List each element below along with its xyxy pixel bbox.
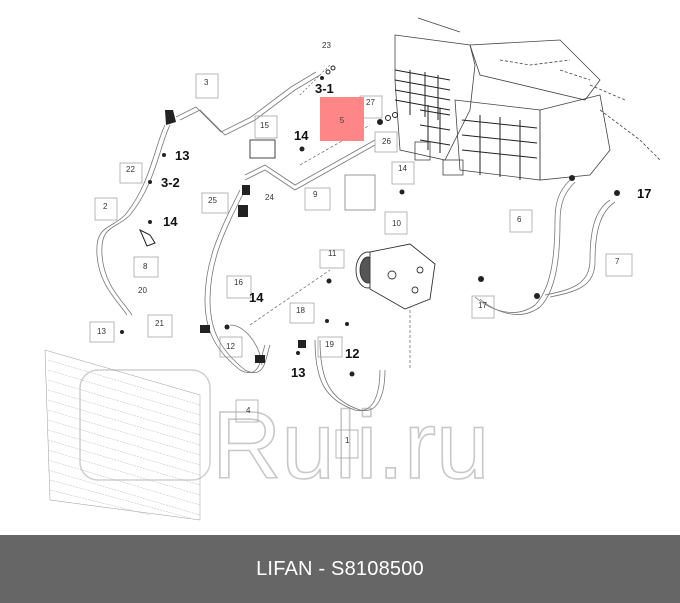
fittings	[120, 65, 620, 377]
label-2: 2	[103, 202, 108, 211]
hvac-unit	[394, 17, 661, 181]
label-3: 3	[204, 78, 209, 87]
parts-diagram: Ruli.ru	[44, 17, 661, 521]
label-12: 12	[226, 342, 235, 351]
callout-13-top: 13	[175, 148, 189, 163]
label-19: 19	[325, 340, 334, 349]
label-18: 18	[296, 306, 305, 315]
label-21: 21	[155, 319, 164, 328]
callout-14-top: 14	[294, 128, 309, 143]
callout-14-mid: 14	[249, 290, 264, 305]
label-26: 26	[382, 137, 391, 146]
label-9: 9	[313, 190, 318, 199]
part-labels: 3 15 22 2 8 25 9 10 11 16 18 12 19 13 21…	[97, 41, 651, 445]
label-11: 11	[328, 249, 337, 258]
callout-13-bottom: 13	[291, 365, 305, 380]
callout-14-left: 14	[163, 214, 178, 229]
label-24: 24	[265, 193, 274, 202]
label-4: 4	[246, 406, 251, 415]
label-25: 25	[208, 196, 217, 205]
label-6: 6	[517, 215, 522, 224]
highlighted-part-5[interactable]: 5	[320, 97, 364, 141]
compressor	[355, 243, 436, 310]
label-20: 20	[138, 286, 147, 295]
label-14-box: 14	[398, 164, 407, 173]
condenser	[44, 349, 201, 521]
label-27: 27	[366, 98, 375, 107]
label-17: 17	[478, 301, 487, 310]
callout-17: 17	[637, 186, 651, 201]
label-16: 16	[234, 278, 243, 287]
pipe-lines	[96, 64, 616, 412]
label-23: 23	[322, 41, 331, 50]
part-caption: LIFAN - S8108500	[256, 557, 424, 580]
label-22: 22	[126, 165, 135, 174]
callout-3-2: 3-2	[161, 175, 180, 190]
label-15: 15	[260, 121, 269, 130]
label-1: 1	[345, 436, 350, 445]
label-7: 7	[615, 257, 620, 266]
watermark: Ruli.ru	[79, 369, 490, 500]
label-13: 13	[97, 327, 106, 336]
label-10: 10	[392, 219, 401, 228]
callout-3-1: 3-1	[315, 81, 334, 96]
label-8: 8	[143, 262, 148, 271]
callout-12: 12	[345, 346, 359, 361]
footer-bar: LIFAN - S8108500	[0, 535, 680, 603]
highlighted-part-label: 5	[339, 116, 345, 126]
